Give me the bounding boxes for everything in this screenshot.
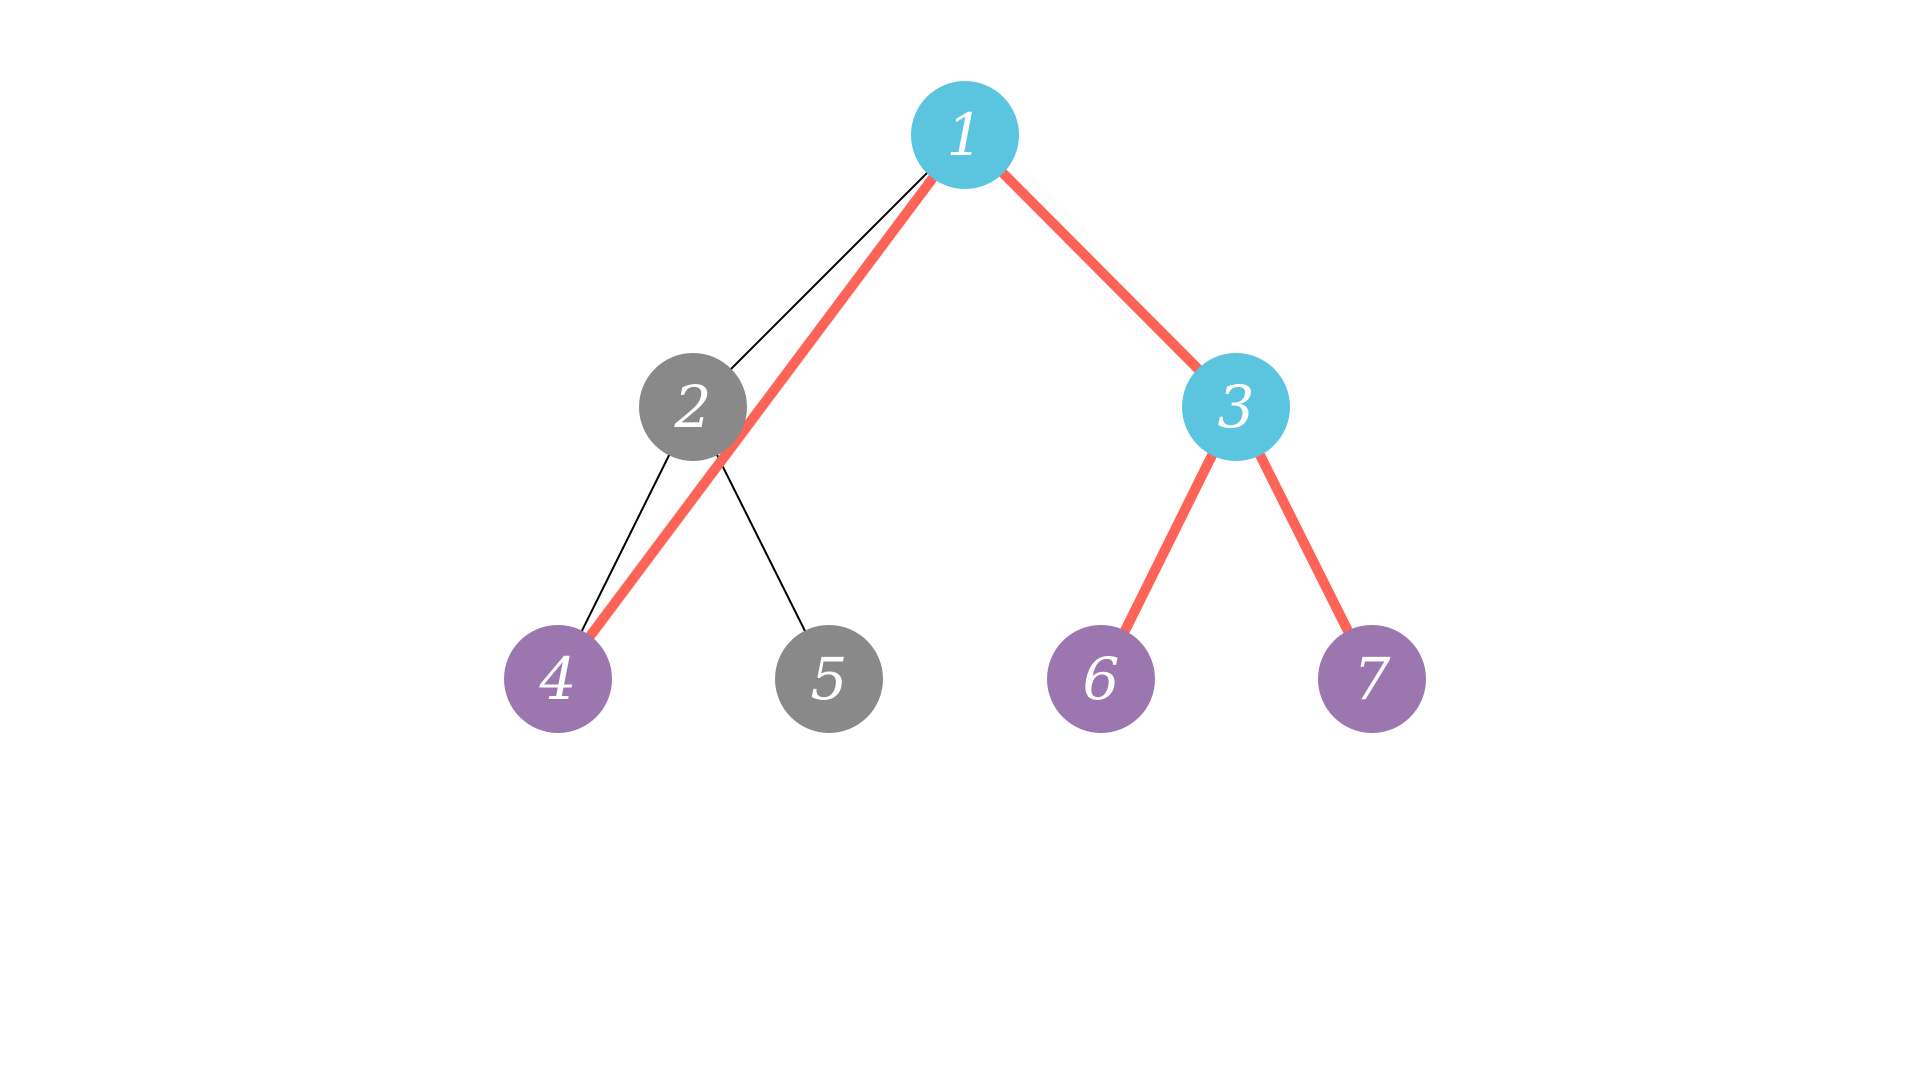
node-3: 3 — [1182, 353, 1290, 461]
node-4-circle — [504, 625, 612, 733]
node-7-circle — [1318, 625, 1426, 733]
node-3-circle — [1182, 353, 1290, 461]
node-2: 2 — [639, 353, 747, 461]
node-7-label: 7 — [1354, 645, 1391, 713]
node-4-label: 4 — [539, 645, 577, 713]
node-3-label: 3 — [1218, 373, 1255, 441]
node-4: 4 — [504, 625, 612, 733]
node-1: 1 — [911, 81, 1019, 189]
edge-1-4 — [553, 132, 970, 682]
node-6: 6 — [1047, 625, 1155, 733]
node-6-label: 6 — [1083, 645, 1120, 713]
node-1-circle — [911, 81, 1019, 189]
node-5: 5 — [775, 625, 883, 733]
node-5-circle — [775, 625, 883, 733]
edge-1-2 — [692, 134, 966, 408]
nodes-layer: 1 2 3 4 5 6 7 — [504, 81, 1426, 733]
edge-1-3 — [961, 131, 1240, 411]
node-1-label: 1 — [947, 101, 984, 169]
node-6-circle — [1047, 625, 1155, 733]
node-2-circle — [639, 353, 747, 461]
node-7: 7 — [1318, 625, 1426, 733]
node-5-label: 5 — [811, 645, 848, 713]
node-2-label: 2 — [674, 373, 712, 441]
